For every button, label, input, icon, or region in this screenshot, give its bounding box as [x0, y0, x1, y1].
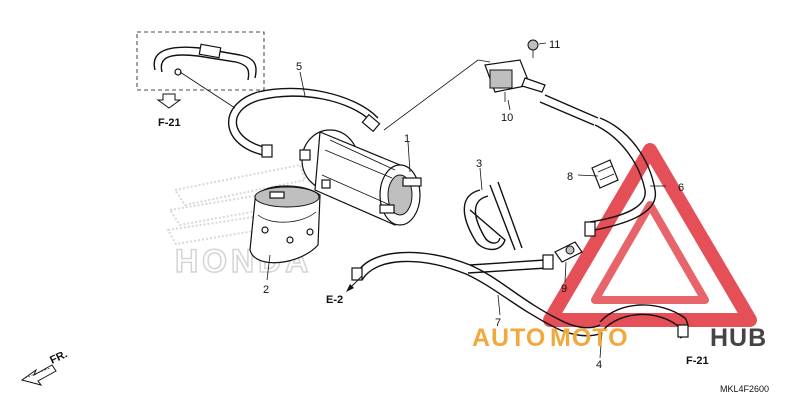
- hose-7: [351, 251, 603, 337]
- joint-9: [554, 241, 583, 263]
- watermark-moto: MOTO: [550, 324, 629, 352]
- watermark-triangle: [543, 143, 757, 327]
- canister-1: [299, 129, 422, 226]
- valve-10: [484, 59, 546, 102]
- hose-6: [539, 94, 656, 237]
- arrow-e2-head: [346, 284, 354, 292]
- hose-4: [599, 304, 689, 339]
- watermark-auto: AUTO: [472, 324, 546, 352]
- front-arrow: FR.: [20, 348, 69, 386]
- reference-f21-top: F-21: [158, 117, 181, 129]
- front-label: FR.: [48, 348, 69, 366]
- callout-7: 7: [495, 317, 501, 329]
- callout-6: 6: [678, 182, 684, 194]
- hose-5: [228, 87, 381, 158]
- drawing-code: MKL4F2600: [720, 384, 769, 394]
- clamp-8: [591, 159, 619, 189]
- callout-9: 9: [561, 283, 567, 295]
- callout-5: 5: [296, 61, 302, 73]
- leader-line-valve: [383, 59, 491, 131]
- reference-box-hose: [136, 31, 265, 109]
- callout-2: 2: [263, 284, 269, 296]
- callout-11: 11: [549, 39, 560, 51]
- hose-3: [463, 181, 523, 251]
- watermark-logo: AUTO MOTO HUB: [472, 324, 767, 352]
- callout-1: 1: [404, 133, 410, 145]
- watermark-hub: HUB: [710, 324, 767, 352]
- band-2: [249, 185, 321, 264]
- callout-4: 4: [596, 359, 602, 371]
- bolt-11: [527, 39, 539, 58]
- reference-f21-bottom: F-21: [686, 355, 709, 367]
- reference-e2: E-2: [326, 294, 343, 306]
- callout-3: 3: [476, 158, 482, 170]
- callout-leaders: [266, 42, 666, 359]
- callout-10: 10: [501, 112, 513, 124]
- callout-numbers: 1 2 3 4 5 6 7 8 9 10 11: [263, 39, 684, 371]
- callout-8: 8: [567, 171, 573, 183]
